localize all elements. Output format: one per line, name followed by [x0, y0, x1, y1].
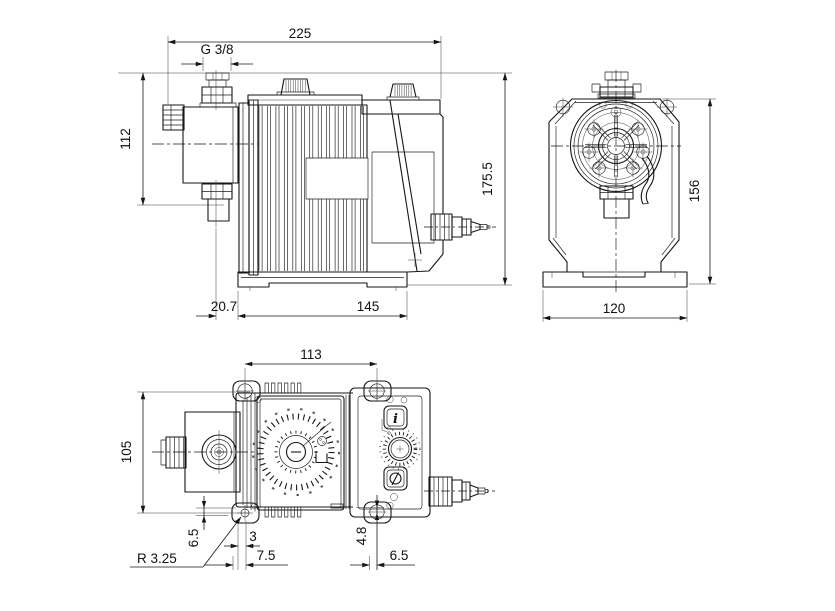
- dimensions-front: 156 120: [542, 98, 716, 322]
- dimensions-top: 113 105 6.5 3 7.5 R 3.25: [119, 347, 415, 570]
- fins-top: [264, 382, 302, 393]
- knob-cross: [396, 445, 404, 453]
- suction-valve: [201, 183, 233, 222]
- adjustment-knob: [379, 428, 421, 470]
- cable-gland-side: [424, 213, 496, 241]
- vent-cap-left: [276, 78, 315, 96]
- dimensions-side: 225 G 3/8 112 175.5 20.7 145: [118, 26, 508, 320]
- cover-separator: [345, 395, 350, 509]
- discharge-valve: [199, 72, 237, 108]
- foot-center-mark: [408, 253, 422, 267]
- dim-slot-radius: R 3.25: [137, 551, 177, 566]
- bracket-mark: [315, 453, 328, 464]
- info-button: i: [383, 405, 408, 430]
- dim-foot-length: 145: [357, 299, 380, 314]
- cable-gland-top: [424, 476, 495, 507]
- mounting-hole-left: [553, 98, 573, 117]
- fins-bottom: [264, 507, 302, 518]
- side-view: 225 G 3/8 112 175.5 20.7 145: [118, 26, 512, 320]
- dim-connection-thread: G 3/8: [200, 42, 233, 57]
- top-view: i: [119, 347, 495, 570]
- dim-slot-edge-offset: 6.5: [186, 529, 201, 548]
- vent-cap-right: [386, 83, 420, 101]
- right-cover: [349, 387, 431, 518]
- mounting-hole-right: [657, 98, 677, 117]
- run-stop-button: [383, 466, 408, 491]
- connector-top: [165, 436, 187, 469]
- dim-total-width: 225: [289, 26, 312, 41]
- base-front: [542, 271, 688, 288]
- dosing-head-top: [152, 411, 258, 493]
- body-top-view: [235, 382, 431, 518]
- head-flange: [238, 102, 250, 274]
- cover-slant-edge: [389, 99, 422, 272]
- dim-hole-spacing-x: 113: [300, 347, 322, 362]
- drain-tube: [640, 155, 655, 205]
- top-fitting-front: [591, 71, 642, 99]
- info-icon: i: [393, 412, 398, 427]
- control-panel: i: [379, 396, 421, 501]
- dim-slot-length: 7.5: [257, 548, 276, 563]
- dim-hole-edge-offset: 4.8: [354, 527, 369, 546]
- certification-mark: [317, 436, 327, 446]
- left-cover: [235, 392, 353, 508]
- stroke-dial-panel: [252, 395, 345, 511]
- motor-housing-side: [238, 78, 444, 276]
- dim-base-width: 120: [603, 301, 626, 316]
- run-stop-icon: [389, 472, 402, 485]
- stroke-dial: [252, 408, 340, 496]
- nameplate: [305, 157, 369, 200]
- dim-foot-offset: 20.7: [211, 299, 237, 314]
- front-view: 156 120: [542, 70, 716, 322]
- dosing-head-side: [152, 70, 258, 227]
- flange-plates: [242, 393, 256, 512]
- control-cover-side: [361, 83, 444, 273]
- dim-hole-spacing-y: 105: [119, 441, 134, 464]
- dim-hole-offset: 6.5: [390, 548, 409, 563]
- dim-head-height: 112: [118, 128, 133, 150]
- side-connector: [162, 104, 185, 131]
- dim-total-height: 175.5: [480, 162, 495, 196]
- dial-pointer: [302, 421, 332, 447]
- dim-slot-width: 3: [249, 529, 257, 544]
- bottom-fitting-front: [599, 185, 634, 219]
- base-side: [237, 271, 408, 291]
- dim-front-height: 156: [687, 180, 702, 203]
